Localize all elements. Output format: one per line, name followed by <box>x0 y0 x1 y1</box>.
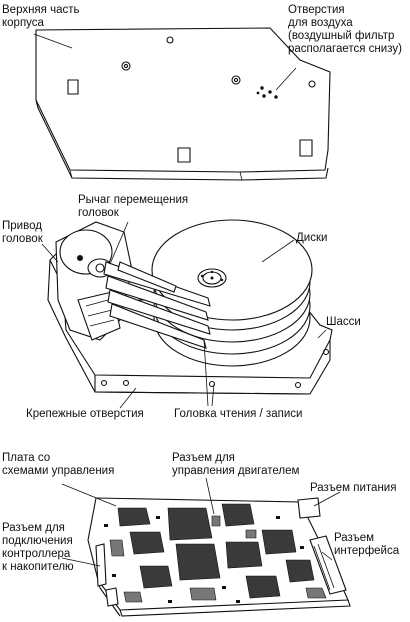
label-mount-holes: Крепежные отверстия <box>26 408 144 420</box>
control-board-drawing <box>61 477 351 617</box>
label-controller-connector: Разъем для подключения контроллера к нак… <box>2 522 74 573</box>
label-top-cover: Верхняя часть корпуса <box>2 4 80 29</box>
label-head-lever: Рычаг перемещения головок <box>78 194 189 219</box>
label-disks: Диски <box>296 232 328 244</box>
top-cover-drawing <box>33 27 331 181</box>
chassis-drawing <box>41 219 333 409</box>
label-motor-connector: Разъем для управления двигателем <box>172 452 300 477</box>
label-chassis: Шасси <box>326 316 361 328</box>
label-head-actuator: Привод головок <box>2 220 43 245</box>
label-power-connector: Разъем питания <box>310 482 397 494</box>
label-interface-connector: Разъем интерфейса <box>334 532 400 557</box>
label-rw-head: Головка чтения / записи <box>174 408 303 420</box>
label-control-board: Плата со схемами управления <box>2 452 115 477</box>
label-air-holes: Отверстия для воздуха (воздушный фильтр … <box>288 4 402 55</box>
